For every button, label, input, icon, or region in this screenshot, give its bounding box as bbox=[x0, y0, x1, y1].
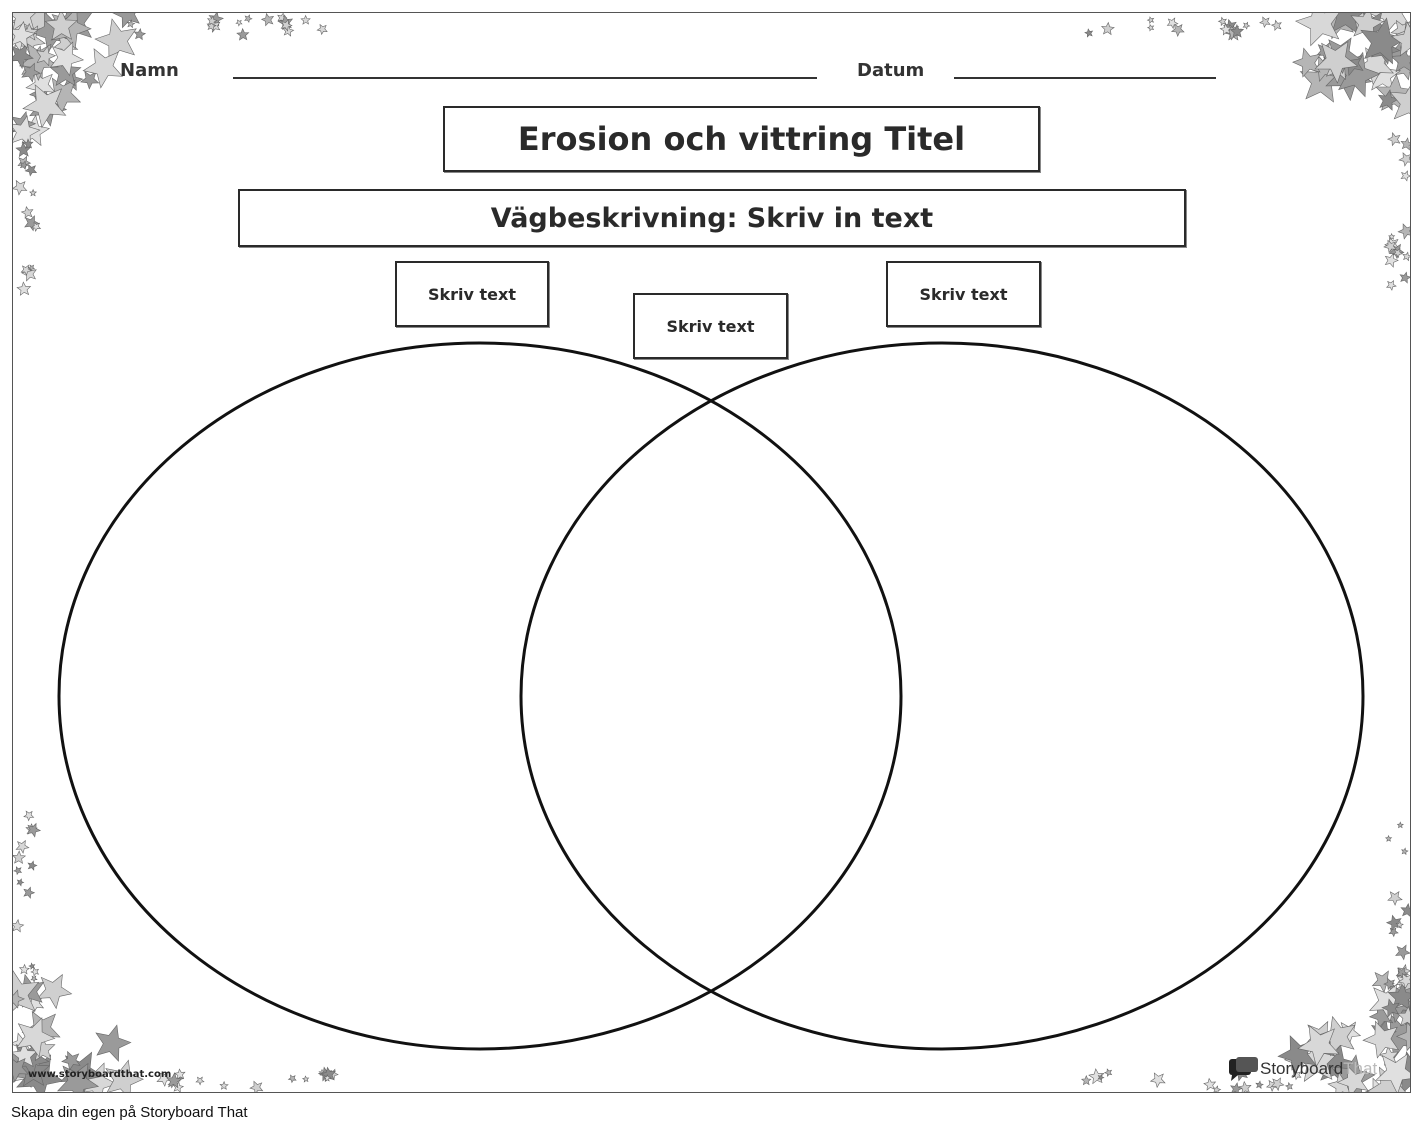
name-line[interactable] bbox=[233, 77, 817, 79]
title-box[interactable]: Erosion och vittring Titel bbox=[443, 106, 1040, 172]
speech-bubble-icon bbox=[1229, 1057, 1258, 1081]
venn-left-circle[interactable] bbox=[57, 341, 903, 1051]
right-label-box[interactable]: Skriv text bbox=[886, 261, 1041, 327]
left-label-box[interactable]: Skriv text bbox=[395, 261, 549, 327]
brand-storyboard: Storyboard bbox=[1260, 1059, 1344, 1078]
name-label: Namn bbox=[120, 60, 179, 81]
venn-diagram bbox=[57, 341, 1365, 1051]
right-label-text: Skriv text bbox=[919, 284, 1008, 304]
middle-label-text: Skriv text bbox=[666, 316, 755, 336]
directions-box[interactable]: Vägbeskrivning: Skriv in text bbox=[238, 189, 1186, 247]
watermark-url: www.storyboardthat.com bbox=[28, 1069, 172, 1080]
middle-label-box[interactable]: Skriv text bbox=[633, 293, 788, 359]
brand-that: That bbox=[1343, 1059, 1378, 1078]
worksheet-page: Namn Datum Erosion och vittring Titel Vä… bbox=[12, 12, 1411, 1093]
left-label-text: Skriv text bbox=[427, 284, 516, 304]
venn-right-circle[interactable] bbox=[519, 341, 1365, 1051]
date-line[interactable] bbox=[954, 77, 1216, 79]
date-label: Datum bbox=[857, 60, 925, 81]
directions-text: Vägbeskrivning: Skriv in text bbox=[490, 202, 934, 234]
footer-link[interactable]: Skapa din egen på Storyboard That bbox=[11, 1104, 248, 1121]
page-title: Erosion och vittring Titel bbox=[517, 120, 966, 158]
